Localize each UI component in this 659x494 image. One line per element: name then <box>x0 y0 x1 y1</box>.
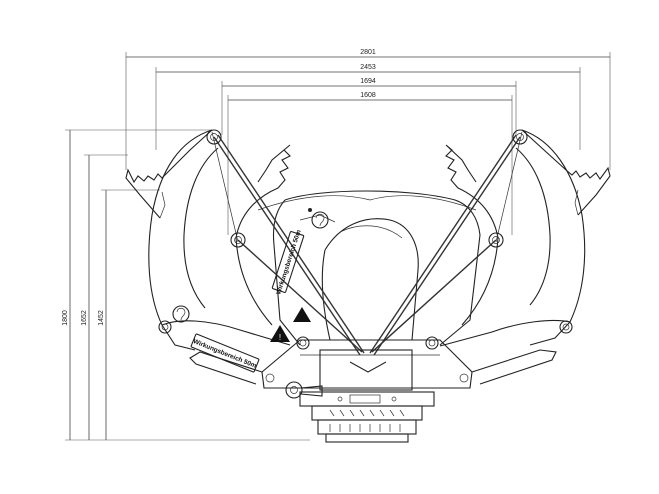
warning-triangle-icon: ! <box>270 307 311 342</box>
central-housing <box>272 190 481 346</box>
dimension-2453: 2453 <box>155 64 581 150</box>
pivot-pin-low-right <box>559 320 573 334</box>
pivot-pin-mid-left <box>230 232 246 248</box>
crush-hazard-icon <box>172 305 190 323</box>
dimension-1452: 1452 <box>98 189 160 440</box>
pivot-pin-top-left <box>206 129 222 145</box>
dimension-1652: 1652 <box>81 154 128 440</box>
linkage-rods <box>211 131 523 356</box>
hydraulic-connector-icon <box>285 381 323 399</box>
dimension-label-2453: 2453 <box>360 64 376 71</box>
lifting-point-icon <box>308 208 329 229</box>
side-lugs <box>189 349 557 385</box>
left-decal-label: Wirkungsbereich 50m <box>192 338 257 370</box>
left-decal: Wirkungsbereich 50m <box>190 333 260 373</box>
dimension-1608: 1608 <box>227 92 513 235</box>
dimension-2801: 2801 <box>125 49 611 170</box>
dimension-1694: 1694 <box>221 78 517 135</box>
svg-text:!: ! <box>279 333 281 342</box>
dimension-label-1800: 1800 <box>62 310 69 326</box>
rotator-unit <box>299 391 435 443</box>
pivot-pin-mid-right <box>488 232 504 248</box>
dimension-label-1608: 1608 <box>360 92 376 99</box>
pivot-pins <box>158 129 573 350</box>
pivot-pin-low-left <box>158 320 172 334</box>
pivot-pin-top-right <box>512 129 528 145</box>
dimension-label-2801: 2801 <box>360 49 376 56</box>
right-inner-jaw <box>369 144 499 326</box>
dimension-label-1652: 1652 <box>81 310 88 326</box>
pivot-pin-base-right <box>425 336 439 350</box>
left-inner-jaw <box>235 144 371 326</box>
dimension-label-1694: 1694 <box>360 78 376 85</box>
right-decal: Wirkungsbereich 50m <box>271 229 305 295</box>
dimension-label-1452: 1452 <box>98 310 105 326</box>
right-outer-jaw <box>439 129 611 347</box>
